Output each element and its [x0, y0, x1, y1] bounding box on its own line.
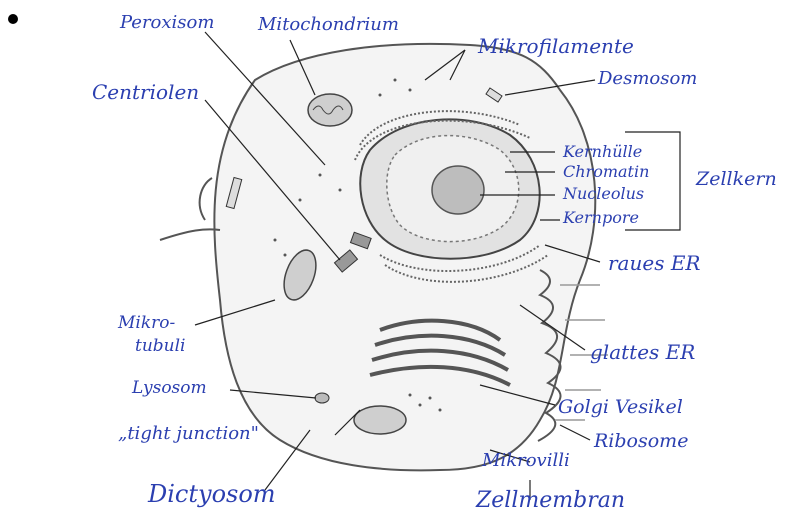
mitochondrium-3 — [354, 406, 406, 434]
label-zellkern: Zellkern — [696, 170, 777, 189]
mitochondrium-1 — [308, 94, 352, 126]
label-centriolen: Centriolen — [92, 82, 199, 102]
label-mikrovilli: Mikrovilli — [482, 452, 570, 470]
cell-membrane — [214, 44, 595, 470]
label-peroxisom: Peroxisom — [120, 14, 214, 32]
label-kernhuelle: Kernhülle — [563, 144, 642, 160]
label-chromatin: Chromatin — [563, 164, 649, 180]
label-nucleolus: Nucleolus — [563, 186, 644, 202]
label-mikrotubuli-line2: tubuli — [135, 338, 186, 355]
label-tight-junction: „tight junction" — [118, 425, 259, 443]
label-mitochondrium: Mitochondrium — [258, 16, 399, 34]
label-raues-er: raues ER — [608, 253, 700, 273]
label-mikrofilamente: Mikrofilamente — [478, 36, 634, 56]
label-lysosom: Lysosom — [132, 380, 207, 397]
label-mikrotubuli-line1: Mikro- — [118, 315, 175, 332]
label-desmosom: Desmosom — [598, 70, 697, 88]
label-golgi-vesikel: Golgi Vesikel — [558, 398, 683, 417]
label-glattes-er: glattes ER — [590, 342, 695, 362]
nucleolus — [432, 166, 484, 214]
lysosome — [315, 393, 329, 403]
label-dictyosom: Dictyosom — [148, 482, 276, 506]
label-ribosome: Ribosome — [594, 432, 688, 451]
label-kernpore: Kernpore — [563, 210, 639, 226]
label-zellmembran: Zellmembran — [476, 490, 625, 512]
